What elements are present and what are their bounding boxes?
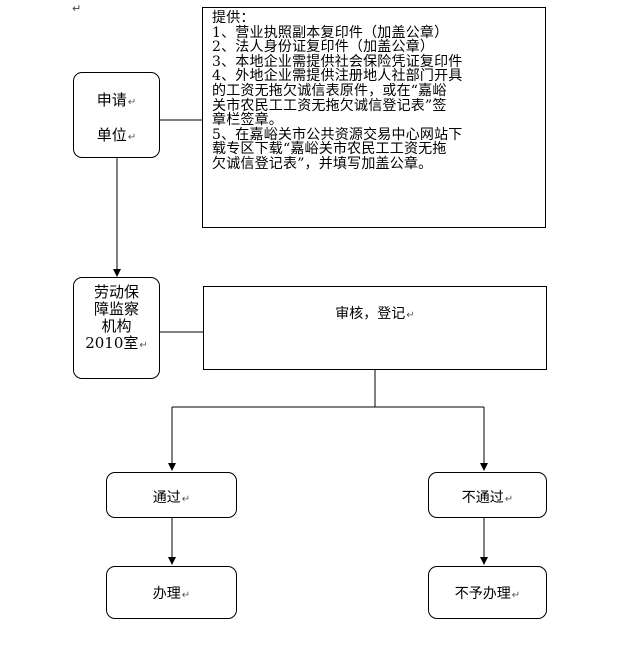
applicant-line2: 单位 (96, 126, 127, 144)
return-mark: ↵ (511, 590, 521, 601)
applicant-box: 申请↵ 单位↵ (73, 72, 160, 158)
provide-line: 关市农民工工资无拖欠诚信登记表”签 (212, 97, 447, 114)
pass-label: 通过 (152, 490, 181, 506)
provide-line: 1、营业执照副本复印件（加盖公章） (212, 24, 449, 41)
return-mark: ↵ (181, 590, 191, 601)
return-mark: ↵ (504, 494, 514, 505)
provide-line: 提供： (212, 10, 255, 26)
labor-line-row: 2010室↵ (74, 335, 159, 354)
return-mark: ↵ (181, 494, 191, 505)
applicant-line1-row: 申请↵ (74, 89, 159, 110)
return-mark: ↵ (139, 340, 148, 351)
provide-line: 5、在嘉峪关市公共资源交易中心网站下 (212, 126, 463, 143)
applicant-line1: 申请 (96, 91, 127, 109)
provide-line: 的工资无拖欠诚信表原件，或在“嘉峪 (212, 82, 447, 99)
labor-line: 2010室 (85, 334, 139, 352)
handle-box: 办理↵ (106, 566, 237, 619)
review-label: 审核，登记 (335, 306, 406, 322)
applicant-line2-row: 单位↵ (74, 124, 159, 145)
reject-label: 不予办理 (454, 586, 511, 602)
fail-label: 不通过 (461, 490, 504, 506)
top-return-mark: ↵ (72, 2, 82, 15)
review-register-box: 审核，登记↵ (203, 286, 547, 370)
provide-line: 3、本地企业需提供社会保险凭证复印件 (212, 53, 463, 70)
labor-inspection-box: 劳动保 障监察 机构 2010室↵ (73, 277, 160, 379)
return-mark: ↵ (406, 310, 415, 321)
provide-line: 章栏签章。 (212, 112, 283, 129)
labor-line: 障监察 (93, 300, 139, 318)
labor-line: 机构 (101, 317, 132, 335)
handle-label: 办理 (152, 586, 181, 602)
provide-line: 欠诚信登记表”，并填写加盖公章。 (212, 155, 433, 172)
provide-line: 2、法人身份证复印件（加盖公章） (212, 39, 435, 56)
pass-box: 通过↵ (106, 472, 237, 518)
fail-box: 不通过↵ (428, 472, 547, 518)
provide-materials-box: 提供： 1、营业执照副本复印件（加盖公章） 2、法人身份证复印件（加盖公章） 3… (202, 7, 546, 228)
provide-line: 载专区下载“嘉峪关市农民工工资无拖 (212, 141, 447, 158)
labor-line: 劳动保 (93, 283, 139, 301)
provide-line: 4、外地企业需提供注册地人社部门开具 (212, 68, 463, 85)
return-mark: ↵ (127, 132, 137, 143)
return-mark: ↵ (127, 97, 137, 108)
reject-box: 不予办理↵ (428, 566, 547, 619)
